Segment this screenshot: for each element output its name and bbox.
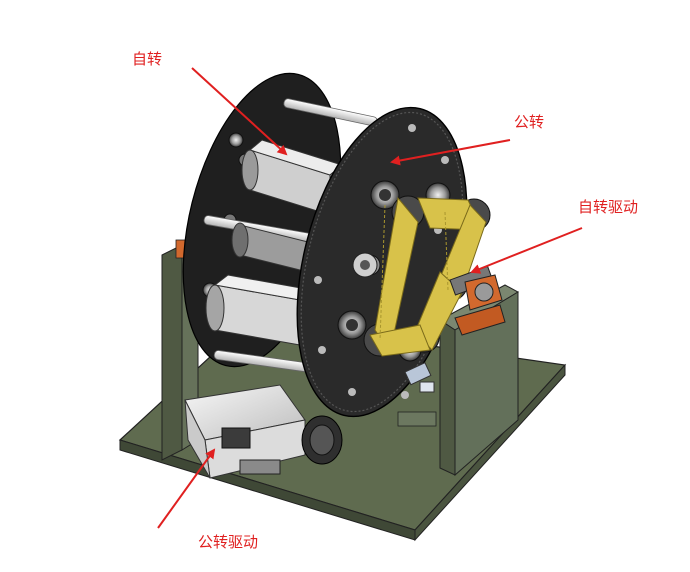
- label-orbit-rotation-drive: 公转驱动: [198, 533, 259, 551]
- planet-spindles: [205, 139, 344, 346]
- self-rotation-drive-assembly: [449, 265, 506, 336]
- connector-fittings: [404, 362, 435, 393]
- planet-spindle-lower: [205, 274, 314, 346]
- label-orbit-rotation: 公转: [514, 113, 545, 131]
- arrow-orbit-rotation-drive: [157, 448, 216, 529]
- label-self-rotation: 自转: [132, 50, 163, 68]
- arrow-orbit-rotation: [390, 139, 511, 166]
- arrow-self-rotation: [191, 67, 288, 156]
- center-gear: [352, 252, 378, 278]
- belt-drive: [363, 195, 491, 357]
- label-self-rotation-drive: 自转驱动: [578, 198, 639, 216]
- arrow-self-rotation-drive: [470, 227, 583, 274]
- callout-arrows: [157, 67, 583, 529]
- orbit-drive-motor: [184, 384, 343, 479]
